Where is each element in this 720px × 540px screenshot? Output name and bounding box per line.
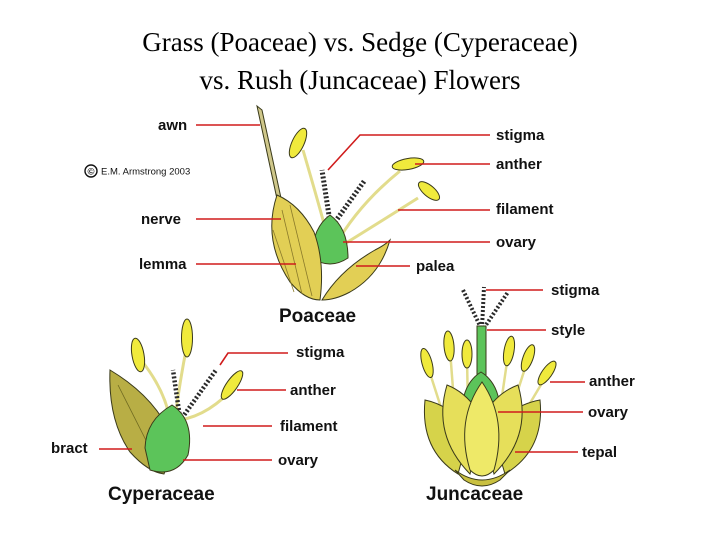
cyperaceae-leaders <box>99 352 288 461</box>
label-poaceae-anther: anther <box>496 156 542 173</box>
juncaceae-flower <box>420 286 557 487</box>
poaceae-ovary <box>311 214 349 265</box>
junc-anther-2 <box>443 330 455 362</box>
poaceae-leaders <box>196 124 490 267</box>
label-junc-ovary: ovary <box>588 404 629 421</box>
poaceae-anther-1 <box>288 127 308 159</box>
label-poaceae-filament: filament <box>496 201 554 218</box>
label-junc-anther: anther <box>589 373 635 390</box>
junc-anther-5 <box>520 344 536 372</box>
poaceae-flower <box>256 104 441 301</box>
junc-anther-3 <box>461 339 473 369</box>
label-cyper-anther: anther <box>290 382 336 399</box>
label-cyper-ovary: ovary <box>278 452 319 469</box>
awn-shape <box>256 104 282 200</box>
label-cyper-filament: filament <box>280 418 338 435</box>
poaceae-stigma-2 <box>332 178 368 224</box>
label-palea: palea <box>416 258 455 275</box>
title-line-2: vs. Rush (Juncaceae) Flowers <box>199 65 521 95</box>
poaceae-anther-3 <box>417 181 441 201</box>
family-name-cyperaceae: Cyperaceae <box>108 484 215 505</box>
copyright: © E.M. Armstrong 2003 <box>84 164 190 178</box>
label-lemma: lemma <box>139 256 187 273</box>
cyper-anther-2 <box>181 318 193 358</box>
label-cyper-stigma: stigma <box>296 344 345 361</box>
poaceae-anther-2 <box>391 157 425 171</box>
cyperaceae-flower <box>109 318 244 475</box>
label-awn: awn <box>158 117 187 134</box>
family-name-poaceae: Poaceae <box>279 306 356 327</box>
junc-stigma-2 <box>480 286 486 329</box>
label-poaceae-stigma: stigma <box>496 127 545 144</box>
junc-tepal-5 <box>464 381 500 477</box>
copyright-text: E.M. Armstrong 2003 <box>101 167 190 178</box>
poaceae-stigma-1 <box>319 169 333 223</box>
junc-stigma-3 <box>482 290 510 330</box>
junc-anther-4 <box>502 335 516 367</box>
copyright-symbol: © <box>88 167 95 178</box>
label-bract: bract <box>51 440 88 457</box>
palea-shape <box>321 238 392 301</box>
juncaceae-leaders <box>486 289 585 453</box>
cyper-anther-1 <box>130 337 146 373</box>
title-line-1: Grass (Poaceae) vs. Sedge (Cyperaceae) <box>142 27 578 57</box>
junc-anther-6 <box>537 360 557 386</box>
family-name-juncaceae: Juncaceae <box>426 484 523 505</box>
cyper-stigma-2 <box>180 368 218 420</box>
junc-base <box>454 469 511 487</box>
junc-stigma-1 <box>461 289 483 329</box>
cyper-anther-3 <box>220 370 244 400</box>
label-poaceae-ovary: ovary <box>496 234 537 251</box>
label-tepal: tepal <box>582 444 617 461</box>
junc-anther-1 <box>420 347 434 379</box>
label-nerve: nerve <box>141 211 181 228</box>
label-junc-stigma: stigma <box>551 282 600 299</box>
cyper-ovary <box>144 404 191 473</box>
label-junc-style: style <box>551 322 585 339</box>
